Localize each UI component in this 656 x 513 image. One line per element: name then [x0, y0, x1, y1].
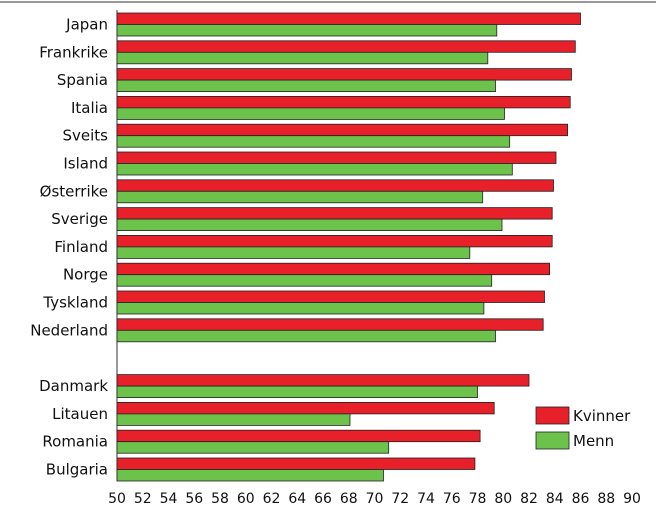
category-label-sverige: Sverige	[51, 210, 108, 228]
bar-kvinner-bulgaria	[116, 457, 476, 470]
bar-kvinner-osterrike	[116, 179, 554, 192]
x-tick-label-60: 60	[237, 491, 255, 507]
category-label-sveits: Sveits	[63, 127, 109, 145]
bar-menn-frankrike	[116, 51, 489, 65]
category-label-italia: Italia	[71, 99, 108, 117]
x-tick-label-84: 84	[546, 491, 564, 507]
bar-kvinner-sverige	[116, 207, 553, 220]
legend-swatch-kvinner	[535, 406, 570, 425]
bar-menn-norge	[116, 274, 493, 287]
x-tick-label-88: 88	[597, 491, 615, 507]
x-tick-label-90: 90	[623, 491, 641, 507]
category-label-spania: Spania	[57, 71, 108, 89]
category-label-bulgaria: Bulgaria	[46, 461, 108, 479]
bar-menn-danmark	[116, 385, 478, 399]
x-tick-label-66: 66	[314, 491, 332, 507]
x-tick-label-64: 64	[288, 491, 306, 507]
bar-kvinner-italia	[116, 96, 571, 109]
bar-menn-litauen	[116, 413, 351, 426]
bar-menn-nederland	[116, 329, 496, 343]
category-label-island: Island	[63, 155, 108, 173]
bar-menn-island	[116, 163, 513, 176]
bar-menn-sverige	[116, 218, 503, 232]
bar-kvinner-litauen	[116, 401, 495, 415]
x-tick-label-78: 78	[469, 491, 487, 507]
x-tick-label-74: 74	[417, 491, 435, 507]
bar-kvinner-romania	[116, 429, 481, 443]
category-label-nederland: Nederland	[30, 321, 108, 339]
category-label-norge: Norge	[63, 266, 108, 284]
category-label-finland: Finland	[54, 238, 108, 256]
x-tick-label-76: 76	[443, 491, 461, 507]
bars-group	[116, 12, 581, 482]
legend-label-menn: Menn	[573, 432, 614, 450]
bar-kvinner-sveits	[116, 123, 569, 137]
category-label-frankrike: Frankrike	[39, 43, 108, 61]
bar-kvinner-danmark	[116, 374, 530, 387]
bar-menn-tyskland	[116, 302, 485, 315]
bar-kvinner-spania	[116, 68, 572, 81]
bar-kvinner-finland	[116, 234, 553, 248]
x-tick-label-54: 54	[160, 491, 178, 507]
x-tick-label-58: 58	[211, 491, 229, 507]
bar-menn-japan	[116, 24, 498, 37]
category-labels: JapanFrankrikeSpaniaItaliaSveitsIslandØs…	[30, 16, 108, 479]
legend-label-kvinner: Kvinner	[573, 407, 631, 425]
x-tick-label-56: 56	[185, 491, 203, 507]
category-label-osterrike: Østerrike	[40, 182, 108, 200]
x-tick-label-70: 70	[366, 491, 384, 507]
bar-menn-romania	[116, 441, 390, 454]
bar-kvinner-frankrike	[116, 40, 576, 53]
legend: Kvinner Menn	[535, 406, 631, 450]
bar-kvinner-nederland	[116, 318, 544, 331]
bar-menn-osterrike	[116, 190, 484, 204]
category-label-tyskland: Tyskland	[42, 294, 108, 312]
x-tick-label-72: 72	[391, 491, 409, 507]
x-tick-label-68: 68	[340, 491, 358, 507]
x-tick-label-62: 62	[263, 491, 281, 507]
bar-menn-spania	[116, 79, 496, 92]
x-tick-labels: 50 52 54 56 58 60 62 64 66 68 70 72 74 76 78 80 82 84 86 88…	[108, 491, 641, 507]
x-tick-label-80: 80	[494, 491, 512, 507]
bar-menn-bulgaria	[116, 469, 384, 482]
bar-kvinner-japan	[116, 12, 581, 25]
bar-kvinner-tyskland	[116, 290, 545, 303]
bar-menn-sveits	[116, 135, 511, 148]
bar-kvinner-norge	[116, 262, 551, 276]
x-tick-label-86: 86	[572, 491, 590, 507]
legend-swatch-menn	[535, 431, 570, 450]
category-label-danmark: Danmark	[39, 377, 108, 395]
category-label-litauen: Litauen	[52, 405, 108, 423]
bar-menn-finland	[116, 246, 471, 259]
bar-kvinner-island	[116, 151, 557, 164]
x-tick-label-82: 82	[520, 491, 538, 507]
x-tick-label-52: 52	[134, 491, 152, 507]
category-label-romania: Romania	[42, 433, 108, 451]
x-tick-label-50: 50	[108, 491, 126, 507]
bar-menn-italia	[116, 107, 505, 120]
category-label-japan: Japan	[65, 16, 108, 34]
